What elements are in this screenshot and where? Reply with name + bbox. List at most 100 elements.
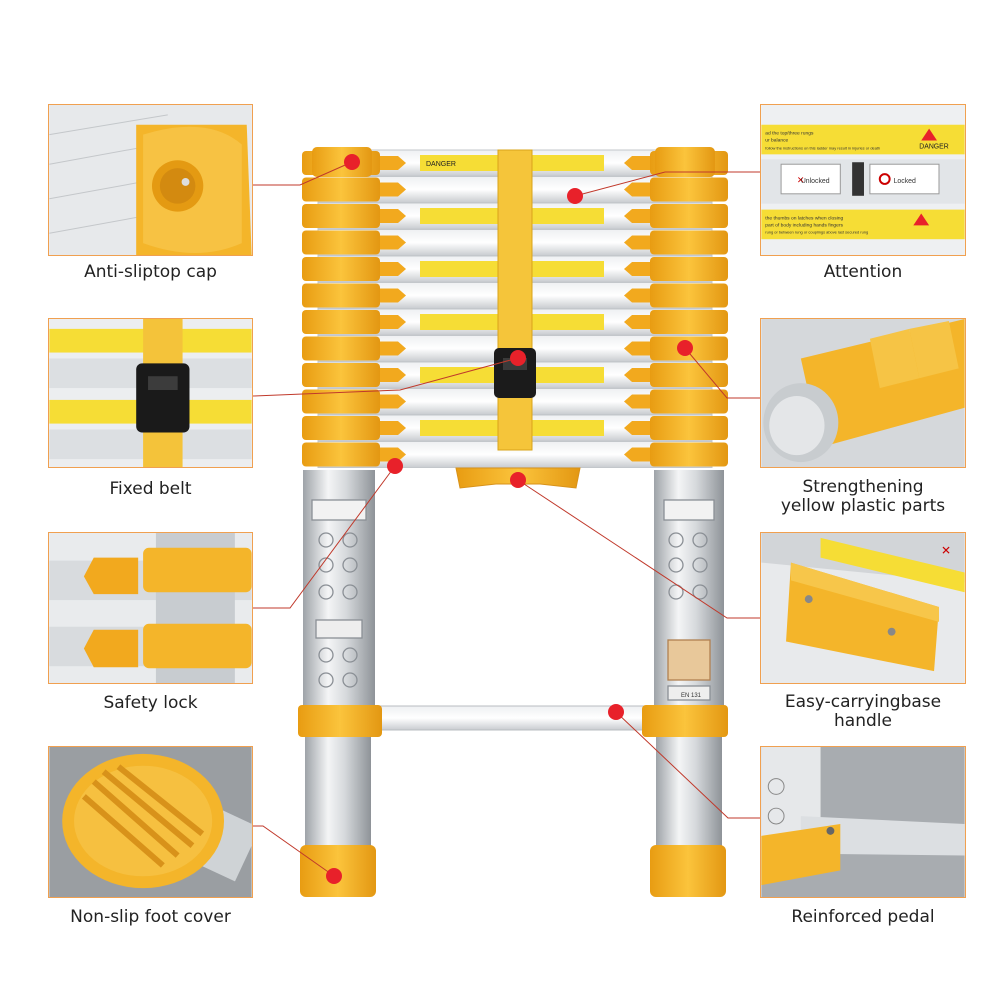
right-thumb-latch [624,394,650,409]
left-thumb-latch [380,288,406,303]
marker-fixed-belt [510,350,526,366]
right-rung-clamp [650,283,728,308]
left-thumb-latch [380,262,406,276]
right-thumb-latch [624,209,650,223]
caption-easy-carrying-handle: Easy-carryingbase handle [760,693,966,731]
right-thumb-latch [624,262,650,276]
left-bottom-clamp [298,705,382,737]
right-thumb-latch [624,447,650,462]
attention-text-1: ad the top/three rungs [765,131,814,137]
caption-safety-lock: Safety lock [103,693,198,713]
caption-non-slip-foot-cover: Non-slip foot cover [70,907,231,927]
right-bottom-clamp [642,705,728,737]
callout-line-top-cap [253,161,353,186]
caption-strengthening-line1: Strengthening [802,477,924,497]
left-rung-clamp [302,442,380,467]
left-thumb-latch [380,368,406,382]
right-stile-lower-tube [656,730,722,850]
callout-line-foot [253,825,335,877]
en-mark: EN 131 [681,693,702,699]
caption-fixed-belt: Fixed belt [109,479,192,499]
marker-foot [326,868,342,884]
marker-top-cap [344,154,360,170]
left-top-cap [312,147,372,177]
left-rung-clamp [302,310,380,334]
left-stile-lower-tube [305,730,371,850]
left-thumb-latch [380,182,406,197]
right-thumb-latch [624,235,650,250]
caption-reinforced-pedal: Reinforced pedal [791,907,935,927]
left-rung-clamp [302,257,380,281]
attention-text-3: follow the instructions on this ladder m… [765,145,880,150]
attention-danger-label: DANGER [919,143,949,150]
left-rung-clamp [302,363,380,387]
right-foot-cover [650,845,726,897]
left-thumb-latch [380,447,406,462]
strengthening-parts-closeup [761,319,965,467]
panel-easy-carrying-handle: ✕ [760,532,966,684]
carrying-handle-closeup: ✕ [761,533,965,683]
right-rung-clamp [650,442,728,467]
left-rung-clamp [302,389,380,414]
marker-carrying-handle [510,472,526,488]
caption-strengthening-line2: yellow plastic parts [780,496,946,516]
right-thumb-latch [624,156,650,170]
right-thumb-latch [624,182,650,197]
svg-text:✕: ✕ [797,175,804,185]
left-thumb-latch [380,341,406,356]
top-cap-closeup [49,105,252,255]
center-strap [497,149,533,451]
marker-pedal [608,704,624,720]
callout-line-carrying-handle [517,479,760,619]
panel-non-slip-foot-cover [48,746,253,898]
rung-danger-text: DANGER [426,161,456,168]
safety-pictograms-right [663,499,715,701]
panel-attention: ✕ Unlocked Locked ad the top/three rungs… [760,104,966,256]
panel-safety-lock [48,532,253,684]
right-thumb-latch [624,421,650,435]
right-rung-clamp [650,310,728,334]
svg-text:✕: ✕ [941,544,951,558]
left-thumb-latch [380,156,406,170]
callout-markers [326,154,693,884]
callout-lines [252,161,760,877]
right-rung-clamp [650,230,728,255]
callout-line-pedal [615,711,760,819]
panel-anti-slip-top-cap [48,104,253,256]
caption-easy-carrying-line1: Easy-carryingbase [784,692,942,712]
left-thumb-latch [380,421,406,435]
safety-lock-closeup [49,533,252,683]
panel-fixed-belt [48,318,253,468]
attention-text-2: ur balance [765,138,788,144]
left-rung-clamp [302,204,380,228]
locked-label: Locked [894,178,916,185]
left-thumb-latch [380,315,406,329]
panel-reinforced-pedal [760,746,966,898]
marker-attention [567,188,583,204]
marker-strengthening [677,340,693,356]
callout-line-strengthening [684,347,760,399]
left-thumb-latch [380,235,406,250]
safety-pictograms-left [311,499,367,688]
right-rung-clamp [650,177,728,202]
left-rung-clamp [302,283,380,308]
right-rung-clamp [650,257,728,281]
marker-safety-lock [387,458,403,474]
attention-text-4: the thumbs on latches when closing [765,215,843,221]
caption-attention: Attention [823,262,903,282]
left-rung-clamp [302,416,380,440]
right-rung-clamp [650,416,728,440]
caption-anti-slip-top-cap: Anti-sliptop cap [84,262,217,282]
left-rung-clamp [302,230,380,255]
caption-easy-carrying-line2: handle [834,711,892,731]
callout-line-attention [574,171,760,197]
panel-strengthening [760,318,966,468]
right-rung-clamp [650,363,728,387]
unlocked-label: Unlocked [801,178,830,185]
attention-labels-closeup: ✕ Unlocked Locked ad the top/three rungs… [761,105,965,255]
left-rung-clamp [302,177,380,202]
caption-strengthening: Strengthening yellow plastic parts [760,478,966,516]
foot-cover-closeup [49,747,252,897]
left-thumb-latch [380,394,406,409]
